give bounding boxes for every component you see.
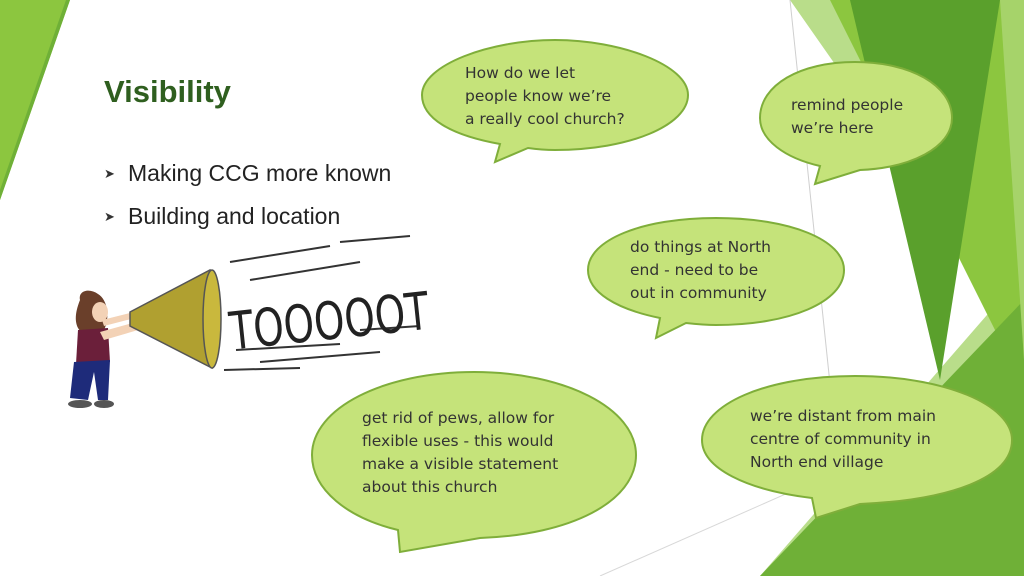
bubble-text: get rid of pews, allow for flexible uses… xyxy=(362,409,559,496)
person-shoe xyxy=(68,400,92,408)
person-face xyxy=(92,302,108,322)
bubble-text: How do we let people know we’re a really… xyxy=(465,64,625,128)
slide-title: Visibility xyxy=(104,74,231,109)
speech-bubble-5 xyxy=(700,374,1014,520)
arrow-bullet-icon: ➤ xyxy=(104,165,115,181)
bullet-item: ➤ Building and location xyxy=(104,195,391,238)
person-shoe xyxy=(94,400,114,408)
right-accent-pale xyxy=(1000,0,1024,360)
speech-bubble-2 xyxy=(758,60,954,186)
bullet-item: ➤ Making CCG more known xyxy=(104,152,391,195)
speech-bubble-1 xyxy=(420,38,690,164)
bullet-text: Building and location xyxy=(128,203,341,229)
bullet-text: Making CCG more known xyxy=(128,160,392,186)
left-accent-stripe xyxy=(0,0,70,200)
bubble-text: we’re distant from main centre of commun… xyxy=(750,407,936,471)
person-legs xyxy=(70,360,110,400)
bullet-list: ➤ Making CCG more known ➤ Building and loc… xyxy=(104,152,391,238)
person-arm xyxy=(100,322,138,340)
speech-bubble-3 xyxy=(586,216,846,340)
megaphone-rim xyxy=(202,269,222,369)
bubble-text: do things at North end - need to be out … xyxy=(630,238,771,302)
person-body xyxy=(76,328,110,364)
arrow-bullet-icon: ➤ xyxy=(104,208,115,224)
speech-bubble-4 xyxy=(310,370,638,554)
sound-lines xyxy=(223,235,421,371)
person-arm xyxy=(102,312,135,326)
bubble-text: remind people we’re here xyxy=(791,96,904,137)
